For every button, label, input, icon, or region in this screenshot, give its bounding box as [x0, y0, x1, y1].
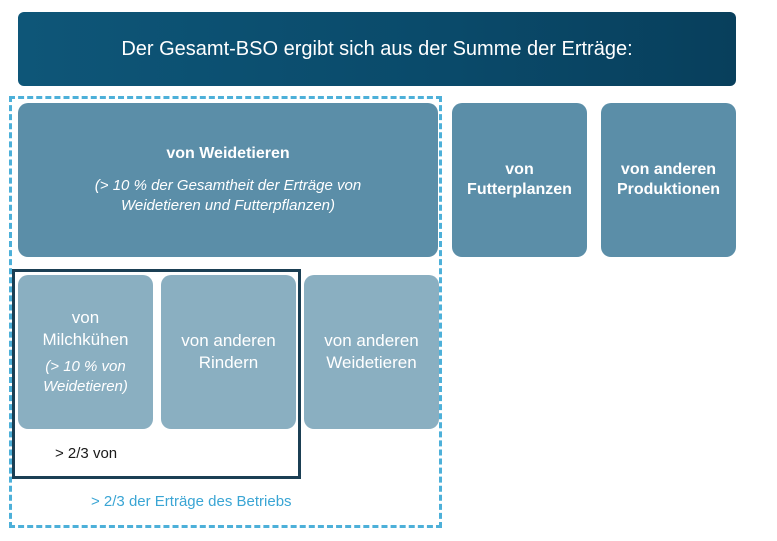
dairy-line1: von: [71, 308, 100, 327]
dairy-group-label: > 2/3 von: [55, 445, 118, 462]
forage-line1: von: [505, 161, 534, 178]
dairy-note-line1: (> 10 % von: [45, 358, 126, 375]
grazing-note-line1: (> 10 % der Gesamtheit der Erträge von: [94, 177, 362, 194]
other-grazing-box: von anderen Weidetieren: [304, 275, 439, 429]
other-grazing-line2: Weidetieren: [326, 353, 417, 372]
dairy-cows-box: von Milchkühen (> 10 % von Weidetieren): [18, 275, 153, 429]
other-production-line2: Produktionen: [616, 181, 721, 198]
grazing-note-line2: Weidetieren und Futterpflanzen): [120, 197, 335, 214]
farm-group-dashed-border: [9, 96, 442, 528]
dairy-note-line2: Weidetieren): [43, 378, 128, 395]
other-production-box: von anderen Produktionen: [601, 103, 736, 257]
other-production-line1: von anderen: [620, 161, 717, 178]
forage-box: von Futterplanzen: [452, 103, 587, 257]
farm-group-label: > 2/3 der Erträge des Betriebs: [91, 493, 292, 510]
grazing-title: von Weidetieren: [166, 145, 290, 162]
grazing-animals-box: von Weidetieren (> 10 % der Gesamtheit d…: [18, 103, 438, 257]
dairy-group-solid-border: [12, 269, 301, 479]
header-title: Der Gesamt-BSO ergibt sich aus der Summe…: [121, 37, 633, 60]
other-cattle-line1: von anderen: [181, 331, 276, 350]
other-grazing-line1: von anderen: [324, 331, 419, 350]
other-cattle-box: von anderen Rindern: [161, 275, 296, 429]
other-cattle-line2: Rindern: [198, 353, 259, 372]
header-banner: Der Gesamt-BSO ergibt sich aus der Summe…: [18, 12, 736, 86]
forage-line2: Futterplanzen: [467, 181, 572, 198]
dairy-line2: Milchkühen: [42, 330, 129, 349]
